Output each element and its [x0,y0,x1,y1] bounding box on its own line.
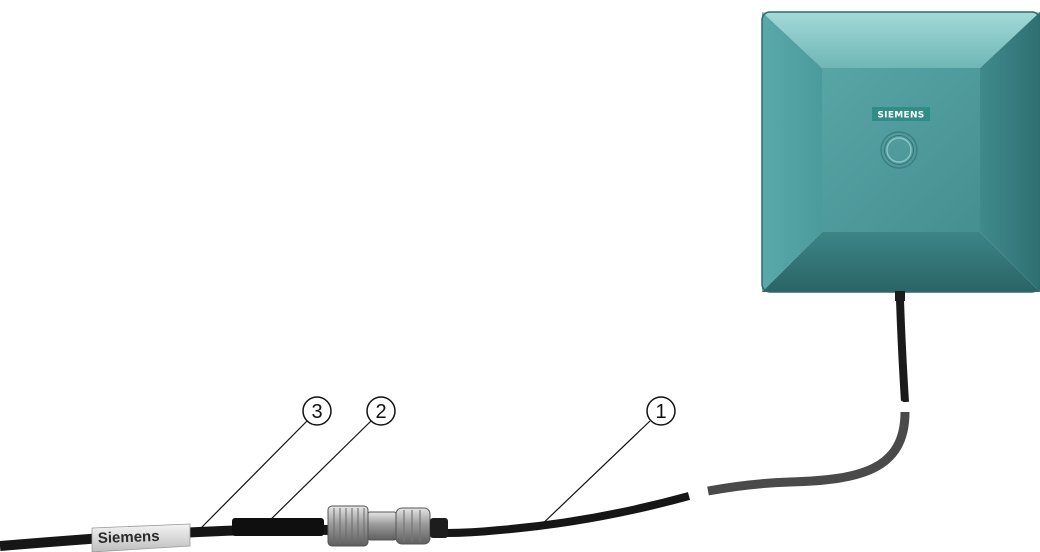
antenna-face [822,68,980,232]
cable-main-run [446,496,689,533]
antenna-cable [446,300,914,533]
callout-3-number: 3 [311,401,322,423]
brand-logo-text: SIEMENS [877,111,924,121]
callout-3: 3 [200,397,331,529]
antenna-connector-stub [895,291,905,301]
callout-1: 1 [536,397,675,530]
callout-1-number: 1 [655,401,666,423]
connector-body [368,512,396,540]
cable-label-text: Siemens [98,528,160,547]
callout-2-number: 2 [375,401,386,423]
rfid-antenna: SIEMENS [762,12,1040,301]
coax-connector [0,506,448,546]
cable-curved-segment [708,412,905,491]
callout-3-leader [200,421,307,529]
connector-rear-boot [430,518,448,538]
heat-shrink-sleeve [232,518,324,536]
connector-coupling-ring [396,508,430,544]
cable-break-mark-lower [694,484,700,500]
cable-vertical-segment [900,300,905,402]
cable-marker-label: Siemens [92,524,190,552]
